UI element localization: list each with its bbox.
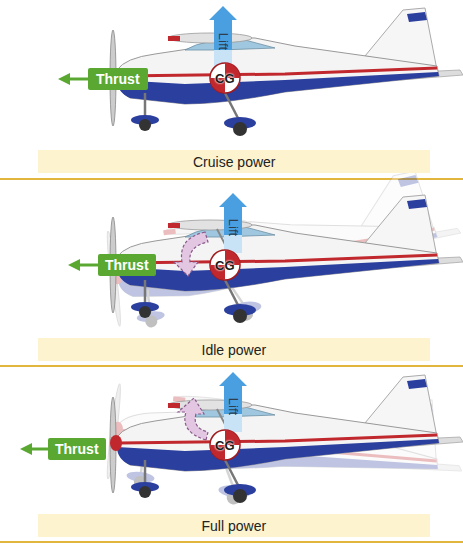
band-text: Idle power bbox=[202, 342, 267, 358]
airplane-part bbox=[110, 375, 463, 503]
thrust-line bbox=[20, 443, 48, 455]
pitch-arrow bbox=[174, 232, 208, 276]
airplane-part bbox=[104, 362, 463, 532]
airplane-part bbox=[78, 264, 98, 267]
band-text: Full power bbox=[202, 518, 267, 534]
airplane bbox=[110, 195, 463, 323]
lift-arrow-fade bbox=[224, 414, 242, 432]
thrust-text: Thrust bbox=[105, 257, 149, 273]
lift-text: Lift bbox=[226, 218, 241, 235]
cg-node: CG bbox=[209, 62, 241, 94]
airplane-part bbox=[110, 8, 463, 136]
lift-text: Lift bbox=[226, 397, 241, 414]
band-text: Cruise power bbox=[193, 154, 275, 170]
thrust-line bbox=[68, 259, 98, 271]
band-node: Full power bbox=[38, 514, 430, 537]
thrust-node: Thrust bbox=[88, 68, 148, 90]
airplane-part bbox=[68, 78, 88, 81]
airplane bbox=[110, 8, 463, 136]
band-node: Idle power bbox=[38, 338, 430, 361]
cg-node: CG bbox=[209, 249, 241, 281]
band-node: Cruise power bbox=[38, 150, 430, 173]
cg-text: CG bbox=[215, 438, 235, 453]
lift-node: Lift bbox=[209, 6, 237, 68]
lift-arrow-shape bbox=[209, 6, 237, 68]
airplane bbox=[110, 375, 463, 503]
ghost-airplane bbox=[104, 362, 463, 532]
cg-circle bbox=[210, 430, 240, 460]
ghost-airplane bbox=[102, 167, 463, 337]
lift-arrow-shape bbox=[219, 193, 247, 253]
thrust-node: Thrust bbox=[48, 438, 106, 460]
cg-text: CG bbox=[215, 71, 235, 86]
cg-circle bbox=[210, 250, 240, 280]
pitch-arrow bbox=[178, 398, 208, 440]
separator-line bbox=[0, 541, 463, 543]
airplane-part bbox=[30, 448, 48, 451]
thrust-line bbox=[58, 73, 88, 85]
airplane-part bbox=[102, 167, 463, 337]
airplane-part bbox=[110, 195, 463, 323]
airplane-part bbox=[68, 259, 80, 271]
airplane-part bbox=[20, 443, 32, 455]
lift-text: Lift bbox=[216, 32, 231, 49]
thrust-text: Thrust bbox=[96, 71, 140, 87]
separator-line bbox=[0, 365, 463, 367]
lift-arrow-shape bbox=[219, 372, 247, 432]
cg-circle bbox=[210, 63, 240, 93]
thrust-node: Thrust bbox=[98, 254, 156, 276]
airplane-part bbox=[58, 73, 70, 85]
cg-text: CG bbox=[215, 258, 235, 273]
thrust-text: Thrust bbox=[55, 441, 99, 457]
cg-node: CG bbox=[209, 429, 241, 461]
lift-node: Lift bbox=[219, 372, 247, 432]
lift-node: Lift bbox=[219, 193, 247, 253]
